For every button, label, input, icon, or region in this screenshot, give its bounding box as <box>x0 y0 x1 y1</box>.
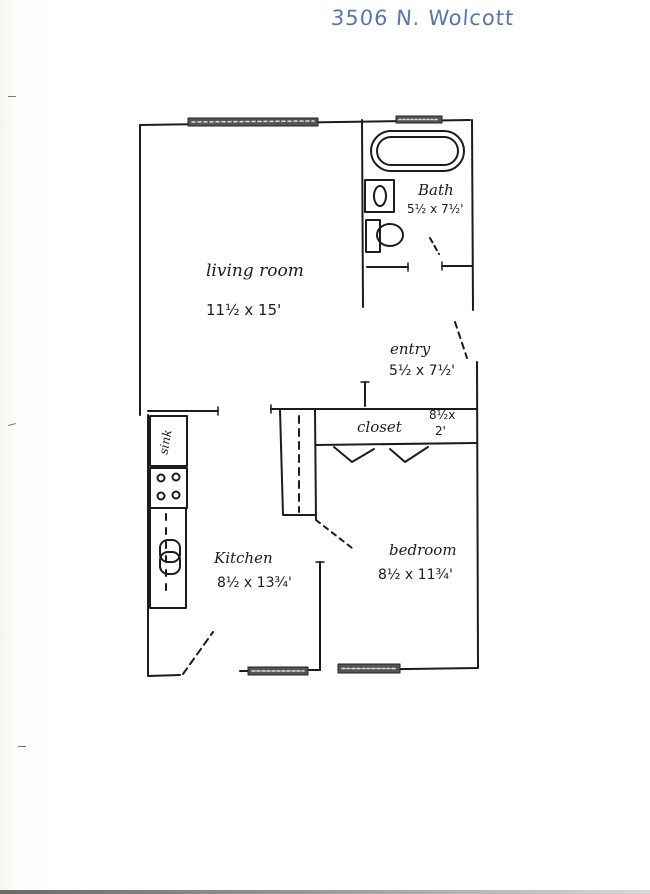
bath-dimensions: 5½ x 7½' <box>407 202 464 216</box>
bedroom-closet <box>315 442 477 463</box>
entry-label: entry <box>390 340 431 358</box>
closet-dimensions-line2: 2' <box>435 424 446 438</box>
bedroom-dimensions: 8½ x 11¾' <box>378 567 453 583</box>
window-bath <box>395 115 443 124</box>
bath-sink-fixture <box>364 179 395 213</box>
living-room-dimensions: 11½ x 15' <box>206 301 282 319</box>
window-living-room <box>187 117 319 127</box>
margin-mark-bottom <box>18 746 26 747</box>
closet-dimensions-line1: 8½x <box>429 408 456 422</box>
kitchen-label: Kitchen <box>214 549 273 567</box>
kitchen-door-swing <box>182 631 214 675</box>
living-room-label: living room <box>206 261 304 281</box>
kitchen-dimensions: 8½ x 13¾' <box>217 575 292 591</box>
bedroom-door-swing <box>315 519 353 549</box>
pantry-closet <box>279 409 317 521</box>
window-kitchen <box>247 666 309 676</box>
bedroom-label: bedroom <box>389 541 457 559</box>
kitchen-counter <box>149 415 188 609</box>
entry-dimensions: 5½ x 7½' <box>389 363 455 379</box>
bathroom-walls <box>361 119 473 308</box>
bath-label: Bath <box>418 181 454 199</box>
scan-bottom-edge <box>0 890 650 894</box>
window-bedroom <box>337 663 401 674</box>
margin-mark-top <box>8 96 16 97</box>
entry-door-swing <box>454 321 468 359</box>
closet-label: closet <box>357 418 402 436</box>
bathtub-fixture <box>370 130 465 172</box>
toilet-fixture <box>365 219 404 253</box>
